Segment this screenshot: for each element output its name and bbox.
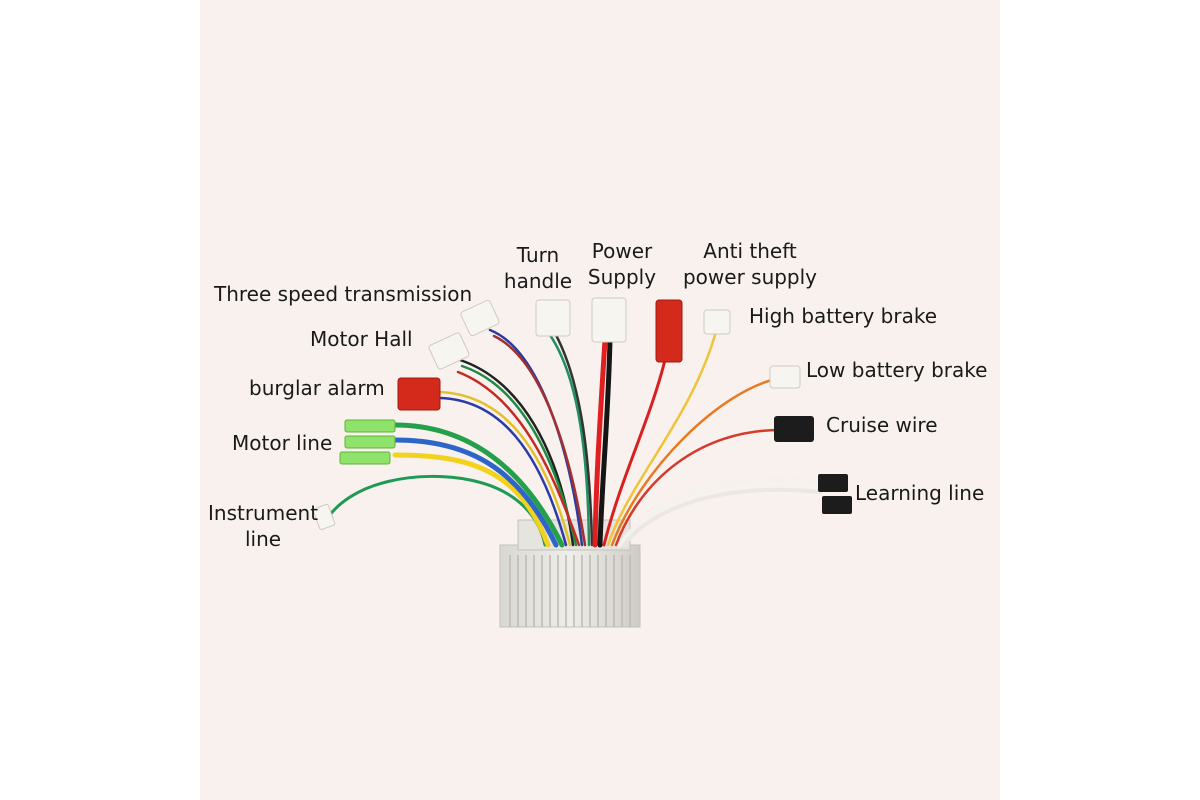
motor-terminal-3 — [339, 451, 391, 465]
turn-wires — [548, 333, 591, 547]
cruise-wire — [614, 428, 782, 547]
label-burglar-alarm: burglar alarm — [249, 376, 385, 400]
high-brake-connector — [703, 309, 731, 335]
label-high-battery-brake: High battery brake — [749, 304, 938, 328]
label-power-supply: Power Supply — [587, 239, 657, 289]
power-wires — [592, 337, 608, 548]
instrument-connector — [312, 503, 336, 531]
label-cruise-wire: Cruise wire — [826, 413, 938, 437]
alarm-wire — [438, 396, 568, 547]
alarm-connector — [397, 377, 441, 411]
hall-wires — [458, 358, 575, 547]
high-brake-wire — [606, 333, 717, 547]
label-motor-hall: Motor Hall — [310, 327, 413, 351]
low-brake-wire — [610, 376, 782, 547]
label-learning-line: Learning line — [855, 481, 985, 505]
hall-connector — [428, 332, 470, 370]
label-turn-handle: Turn handle — [503, 243, 573, 293]
motor-wire-green — [392, 422, 565, 548]
turn-connector — [535, 299, 571, 337]
label-anti-theft-power-supply: Anti theft power supply — [682, 239, 818, 289]
motor-terminal-2 — [344, 435, 396, 449]
learning-connector-1 — [818, 474, 848, 492]
low-brake-connector — [769, 365, 801, 389]
speed-connector — [460, 299, 500, 337]
power-connector — [591, 297, 627, 343]
motor-terminal-1 — [344, 419, 396, 433]
anti-theft-connector — [655, 299, 683, 363]
label-three-speed-transmission: Three speed transmission — [214, 282, 473, 306]
anti-theft-wire — [602, 358, 667, 547]
cruise-connector — [774, 416, 814, 442]
label-motor-line: Motor line — [232, 431, 333, 455]
learning-wires — [618, 477, 822, 547]
label-low-battery-brake: Low battery brake — [806, 358, 988, 382]
motor-wire-blue — [392, 437, 559, 548]
connectors — [312, 297, 852, 531]
label-instrument-line: Instrument line — [208, 501, 319, 551]
learning-connector-2 — [822, 496, 852, 514]
wire-bundle — [323, 328, 822, 548]
motor-wire-yellow — [392, 452, 551, 548]
